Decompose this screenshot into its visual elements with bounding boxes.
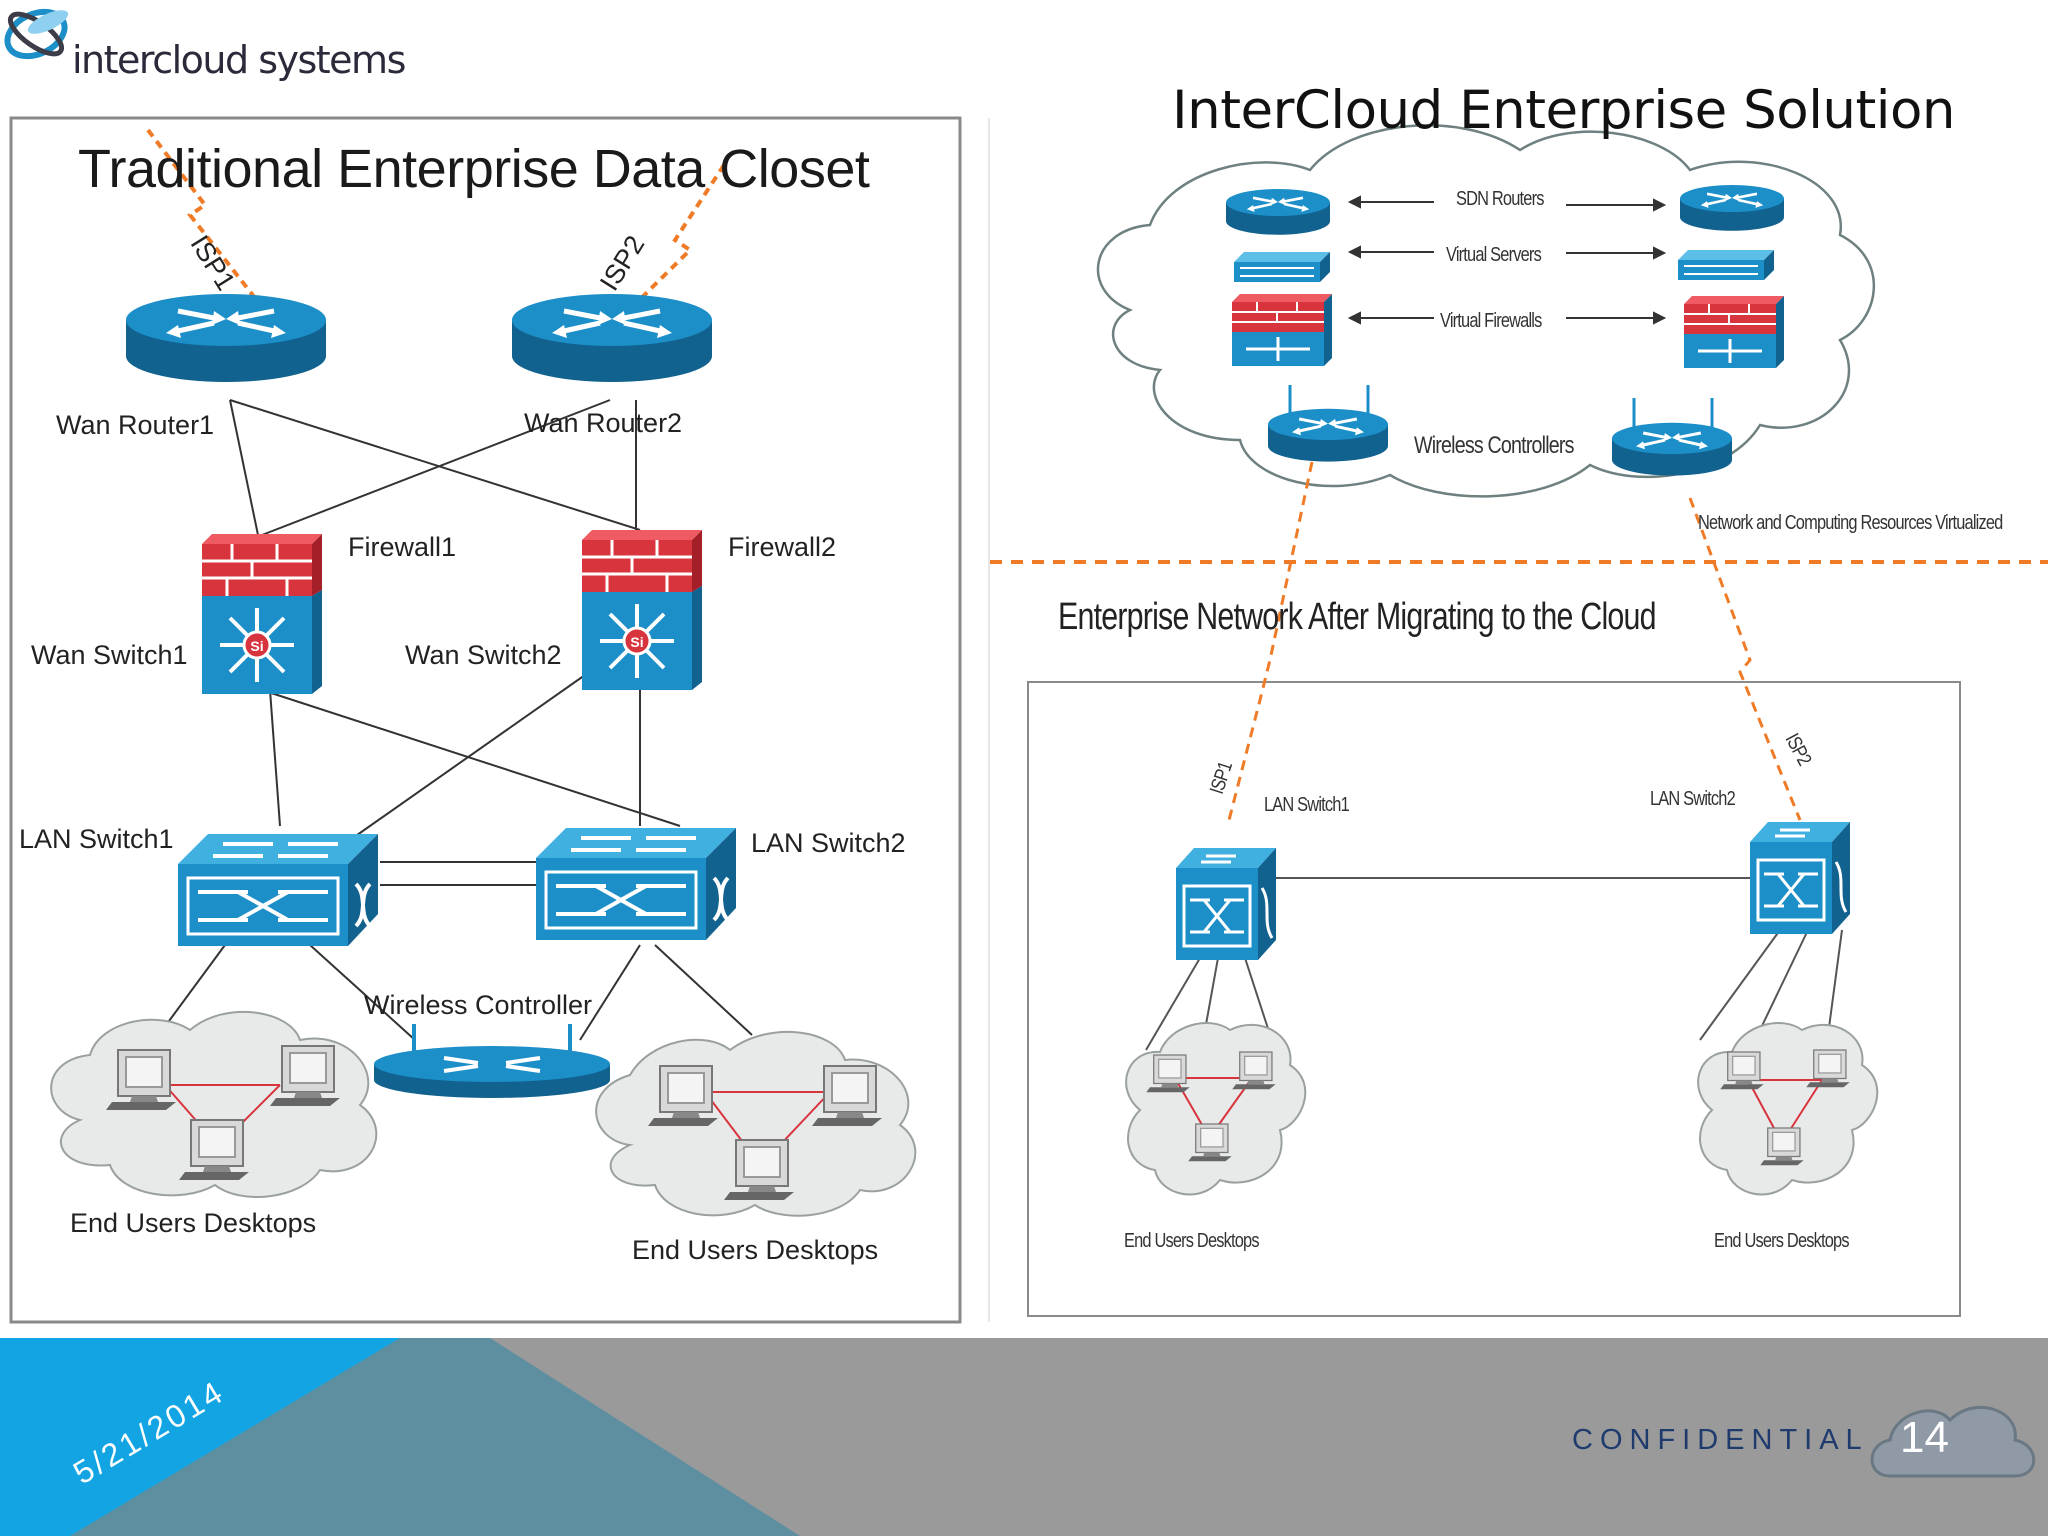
wan-router2-icon (512, 294, 712, 382)
wan-switch1-label: Wan Switch1 (31, 640, 188, 670)
firewall1-label: Firewall1 (348, 532, 457, 562)
left-desktops-label-1: End Users Desktops (70, 1208, 317, 1238)
lan-switch2-icon (534, 826, 738, 942)
wireless-controller-label: Wireless Controller (364, 990, 593, 1020)
right-lan-switch2-icon (1748, 820, 1852, 936)
virtual-firewalls-label: Virtual Firewalls (1440, 310, 1542, 332)
right-desktops-cloud-2 (1697, 1022, 1879, 1196)
sdn-router-right-icon (1678, 183, 1786, 233)
page-cloud-icon (1870, 1405, 2036, 1478)
footer-confidential: CONFIDENTIAL (1572, 1424, 1869, 1456)
virtual-servers-label: Virtual Servers (1446, 244, 1542, 266)
firewall2-label: Firewall2 (728, 532, 837, 562)
arrow-icon (1347, 195, 1667, 325)
left-desktops-cloud-1 (50, 1010, 378, 1198)
right-isp-links (1226, 461, 1802, 825)
wireless-controllers-label: Wireless Controllers (1414, 432, 1574, 459)
lan-switch1-icon (176, 832, 380, 948)
wireless-controller-cloud-right-icon (1610, 421, 1734, 478)
right-lan-switch2-label: LAN Switch2 (1650, 788, 1736, 810)
sdn-routers-label: SDN Routers (1456, 188, 1544, 210)
wan-switch2-label: Wan Switch2 (405, 640, 562, 670)
virtual-firewall-right-icon (1682, 294, 1786, 370)
left-isp-links (146, 128, 726, 327)
virtual-server-right-icon (1677, 249, 1775, 281)
virtual-firewall-left-icon (1230, 292, 1334, 368)
right-desktops-cloud-1 (1125, 1022, 1307, 1196)
slide-title: InterCloud Enterprise Solution (1172, 80, 1956, 141)
sdn-router-left-icon (1224, 187, 1332, 237)
left-desktops-cloud-2 (595, 1030, 917, 1217)
right-desktops-label-2: End Users Desktops (1714, 1230, 1850, 1252)
right-diagram-frame (1027, 681, 1961, 1317)
wan-router1-icon (126, 294, 326, 382)
wireless-controller-cloud-left-icon (1266, 407, 1390, 464)
lan-switch1-label: LAN Switch1 (19, 824, 174, 854)
virtual-server-left-icon (1233, 251, 1331, 283)
right-lan-switch1-icon (1174, 846, 1278, 962)
logo-text: intercloud systems (72, 38, 406, 82)
wan-switch2-icon (580, 584, 704, 692)
right-lan-switch1-label: LAN Switch1 (1264, 794, 1350, 816)
firewall1-icon (200, 532, 324, 598)
wan-switch1-icon (200, 588, 324, 696)
left-desktops-label-2: End Users Desktops (632, 1235, 879, 1265)
wan-router2-label: Wan Router2 (524, 408, 683, 438)
firewall2-icon (580, 528, 704, 594)
wan-router1-label: Wan Router1 (56, 410, 215, 440)
page-number: 14 (1900, 1413, 1949, 1462)
virtualized-caption: Network and Computing Resources Virtuali… (1698, 512, 2003, 534)
left-diagram-title: Traditional Enterprise Data Closet (78, 139, 870, 199)
lan-switch2-label: LAN Switch2 (751, 828, 906, 858)
logo-globe-icon (4, 8, 69, 60)
right-desktops-label-1: End Users Desktops (1124, 1230, 1260, 1252)
footer-blue-wedge (0, 1338, 400, 1536)
left-connection-lines (154, 399, 753, 1041)
right-diagram-title: Enterprise Network After Migrating to th… (1058, 596, 1657, 638)
